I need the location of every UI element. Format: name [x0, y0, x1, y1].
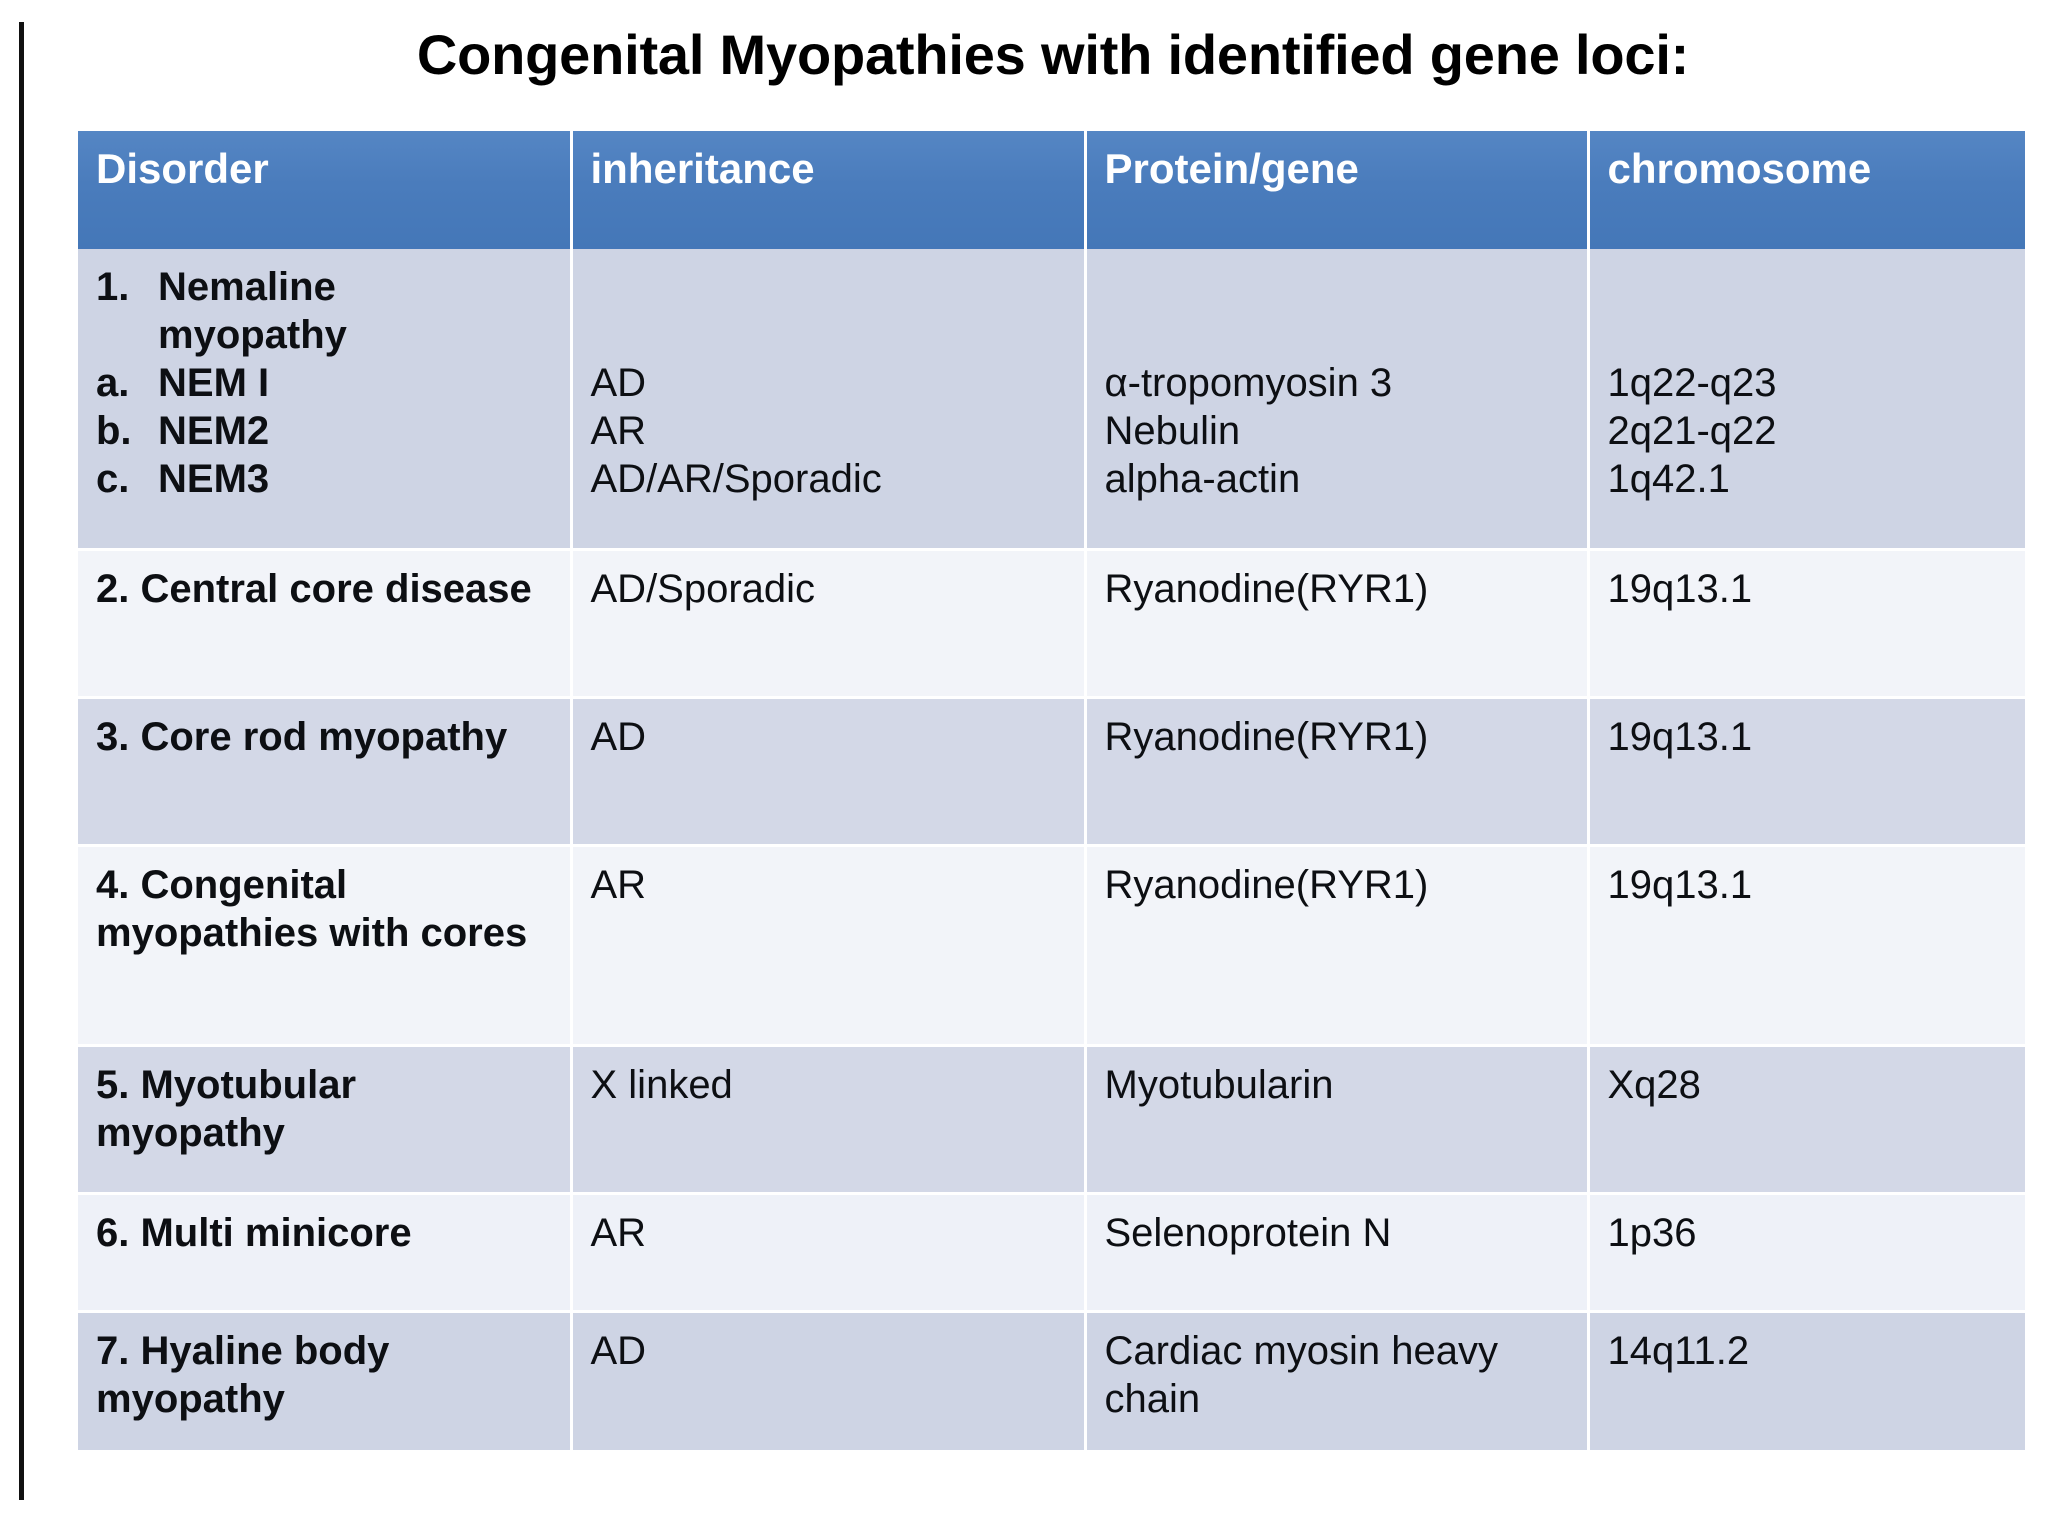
sub-entry-marker: b. — [96, 409, 132, 453]
cell-protein-gene: Ryanodine(RYR1) — [1085, 697, 1590, 847]
column-header-inheritance[interactable]: inheritance — [571, 131, 1087, 249]
table-row: 5. Myotubular myopathy X linked Myotubul… — [78, 1045, 2025, 1195]
spacer-line — [591, 311, 1068, 359]
protein-value: α-tropomyosin 3 — [1104, 361, 1393, 405]
table-row: 1. Nemaline myopathy a. NEM I b. NEM2 c. NEM… — [78, 249, 2025, 551]
chromosome-value: 1q22-q23 — [1607, 361, 1777, 405]
cell-disorder: 4. Congenital myopathies with cores — [78, 845, 573, 1047]
sub-entry-label: NEM2 — [158, 409, 270, 453]
table-row: 6. Multi minicore AR Selenoprotein N 1p3… — [78, 1193, 2025, 1313]
cell-protein-gene: Ryanodine(RYR1) — [1085, 549, 1590, 699]
cell-protein-gene: Ryanodine(RYR1) — [1085, 845, 1590, 1047]
column-header-protein-gene[interactable]: Protein/gene — [1085, 131, 1590, 249]
cell-disorder: 5. Myotubular myopathy — [78, 1045, 573, 1195]
list-item: c. NEM3 — [96, 455, 554, 503]
cell-inheritance: AD/Sporadic — [571, 549, 1087, 699]
protein-value: alpha-actin — [1104, 457, 1301, 501]
row1-main-entry: 1. Nemaline myopathy — [96, 265, 458, 357]
sub-entry-marker: c. — [96, 457, 130, 501]
inheritance-value: AD — [590, 361, 647, 405]
spacer-line — [1608, 311, 2010, 359]
table-row: 7. Hyaline body myopathy AD Cardiac myos… — [78, 1311, 2025, 1453]
cell-protein-gene: Cardiac myosin heavy chain — [1085, 1311, 1590, 1453]
slide-left-border — [19, 22, 24, 1500]
cell-chromosome: 14q11.2 — [1588, 1311, 2025, 1453]
sub-entry-label: NEM I — [158, 361, 270, 405]
cell-inheritance: AD — [571, 1311, 1087, 1453]
protein-value: Nebulin — [1104, 409, 1241, 453]
cell-disorder: 6. Multi minicore — [78, 1193, 573, 1313]
cell-inheritance: AR — [571, 845, 1087, 1047]
cell-chromosome: Xq28 — [1588, 1045, 2025, 1195]
table-body: 1. Nemaline myopathy a. NEM I b. NEM2 c. NEM… — [78, 249, 2025, 1453]
cell-protein-gene: Selenoprotein N — [1085, 1193, 1590, 1313]
congenital-myopathies-table: Disorder inheritance Protein/gene chromo… — [78, 131, 2025, 1453]
spacer-line — [591, 263, 1068, 311]
spacer-line — [1105, 263, 1571, 311]
column-header-chromosome[interactable]: chromosome — [1588, 131, 2025, 249]
protein-stack: α-tropomyosin 3 Nebulin alpha-actin — [1105, 263, 1571, 503]
inheritance-value: AD/AR/Sporadic — [590, 457, 882, 501]
sub-entry-label: NEM3 — [158, 457, 270, 501]
spacer-line — [1608, 263, 2010, 311]
inheritance-stack: AD AR AD/AR/Sporadic — [591, 263, 1068, 503]
chromosome-value: 1q42.1 — [1607, 457, 1730, 501]
cell-inheritance: AR — [571, 1193, 1087, 1313]
cell-protein-gene: Myotubularin — [1085, 1045, 1590, 1195]
table-header-row: Disorder inheritance Protein/gene chromo… — [78, 131, 2025, 249]
page-title: Congenital Myopathies with identified ge… — [416, 23, 1690, 86]
cell-chromosome: 19q13.1 — [1588, 549, 2025, 699]
table-header: Disorder inheritance Protein/gene chromo… — [78, 131, 2025, 249]
row1-disorder-name: Nemaline myopathy — [158, 265, 347, 357]
cell-chromosome: 1p36 — [1588, 1193, 2025, 1313]
column-header-disorder[interactable]: Disorder — [78, 131, 573, 249]
chromosome-stack: 1q22-q23 2q21-q22 1q42.1 — [1608, 263, 2010, 503]
cell-inheritance: X linked — [571, 1045, 1087, 1195]
table-row: 2. Central core disease AD/Sporadic Ryan… — [78, 549, 2025, 699]
cell-disorder: 2. Central core disease — [78, 549, 573, 699]
sub-entry-marker: a. — [96, 361, 130, 405]
list-item: a. NEM I — [96, 359, 554, 407]
table-row: 3. Core rod myopathy AD Ryanodine(RYR1) … — [78, 697, 2025, 847]
sub-entry-list: a. NEM I b. NEM2 c. NEM3 — [96, 359, 554, 503]
table-row: 4. Congenital myopathies with cores AR R… — [78, 845, 2025, 1047]
cell-inheritance: AD AR AD/AR/Sporadic — [571, 249, 1087, 551]
cell-disorder: 7. Hyaline body myopathy — [78, 1311, 573, 1453]
cell-chromosome: 19q13.1 — [1588, 845, 2025, 1047]
cell-inheritance: AD — [571, 697, 1087, 847]
chromosome-value: 2q21-q22 — [1607, 409, 1777, 453]
inheritance-value: AR — [590, 409, 647, 453]
cell-protein-gene: α-tropomyosin 3 Nebulin alpha-actin — [1085, 249, 1590, 551]
cell-chromosome: 1q22-q23 2q21-q22 1q42.1 — [1588, 249, 2025, 551]
list-item: b. NEM2 — [96, 407, 554, 455]
spacer-line — [1105, 311, 1571, 359]
cell-chromosome: 19q13.1 — [1588, 697, 2025, 847]
row1-number: 1. — [96, 265, 130, 309]
cell-disorder: 1. Nemaline myopathy a. NEM I b. NEM2 c. NEM… — [78, 249, 573, 551]
cell-disorder: 3. Core rod myopathy — [78, 697, 573, 847]
